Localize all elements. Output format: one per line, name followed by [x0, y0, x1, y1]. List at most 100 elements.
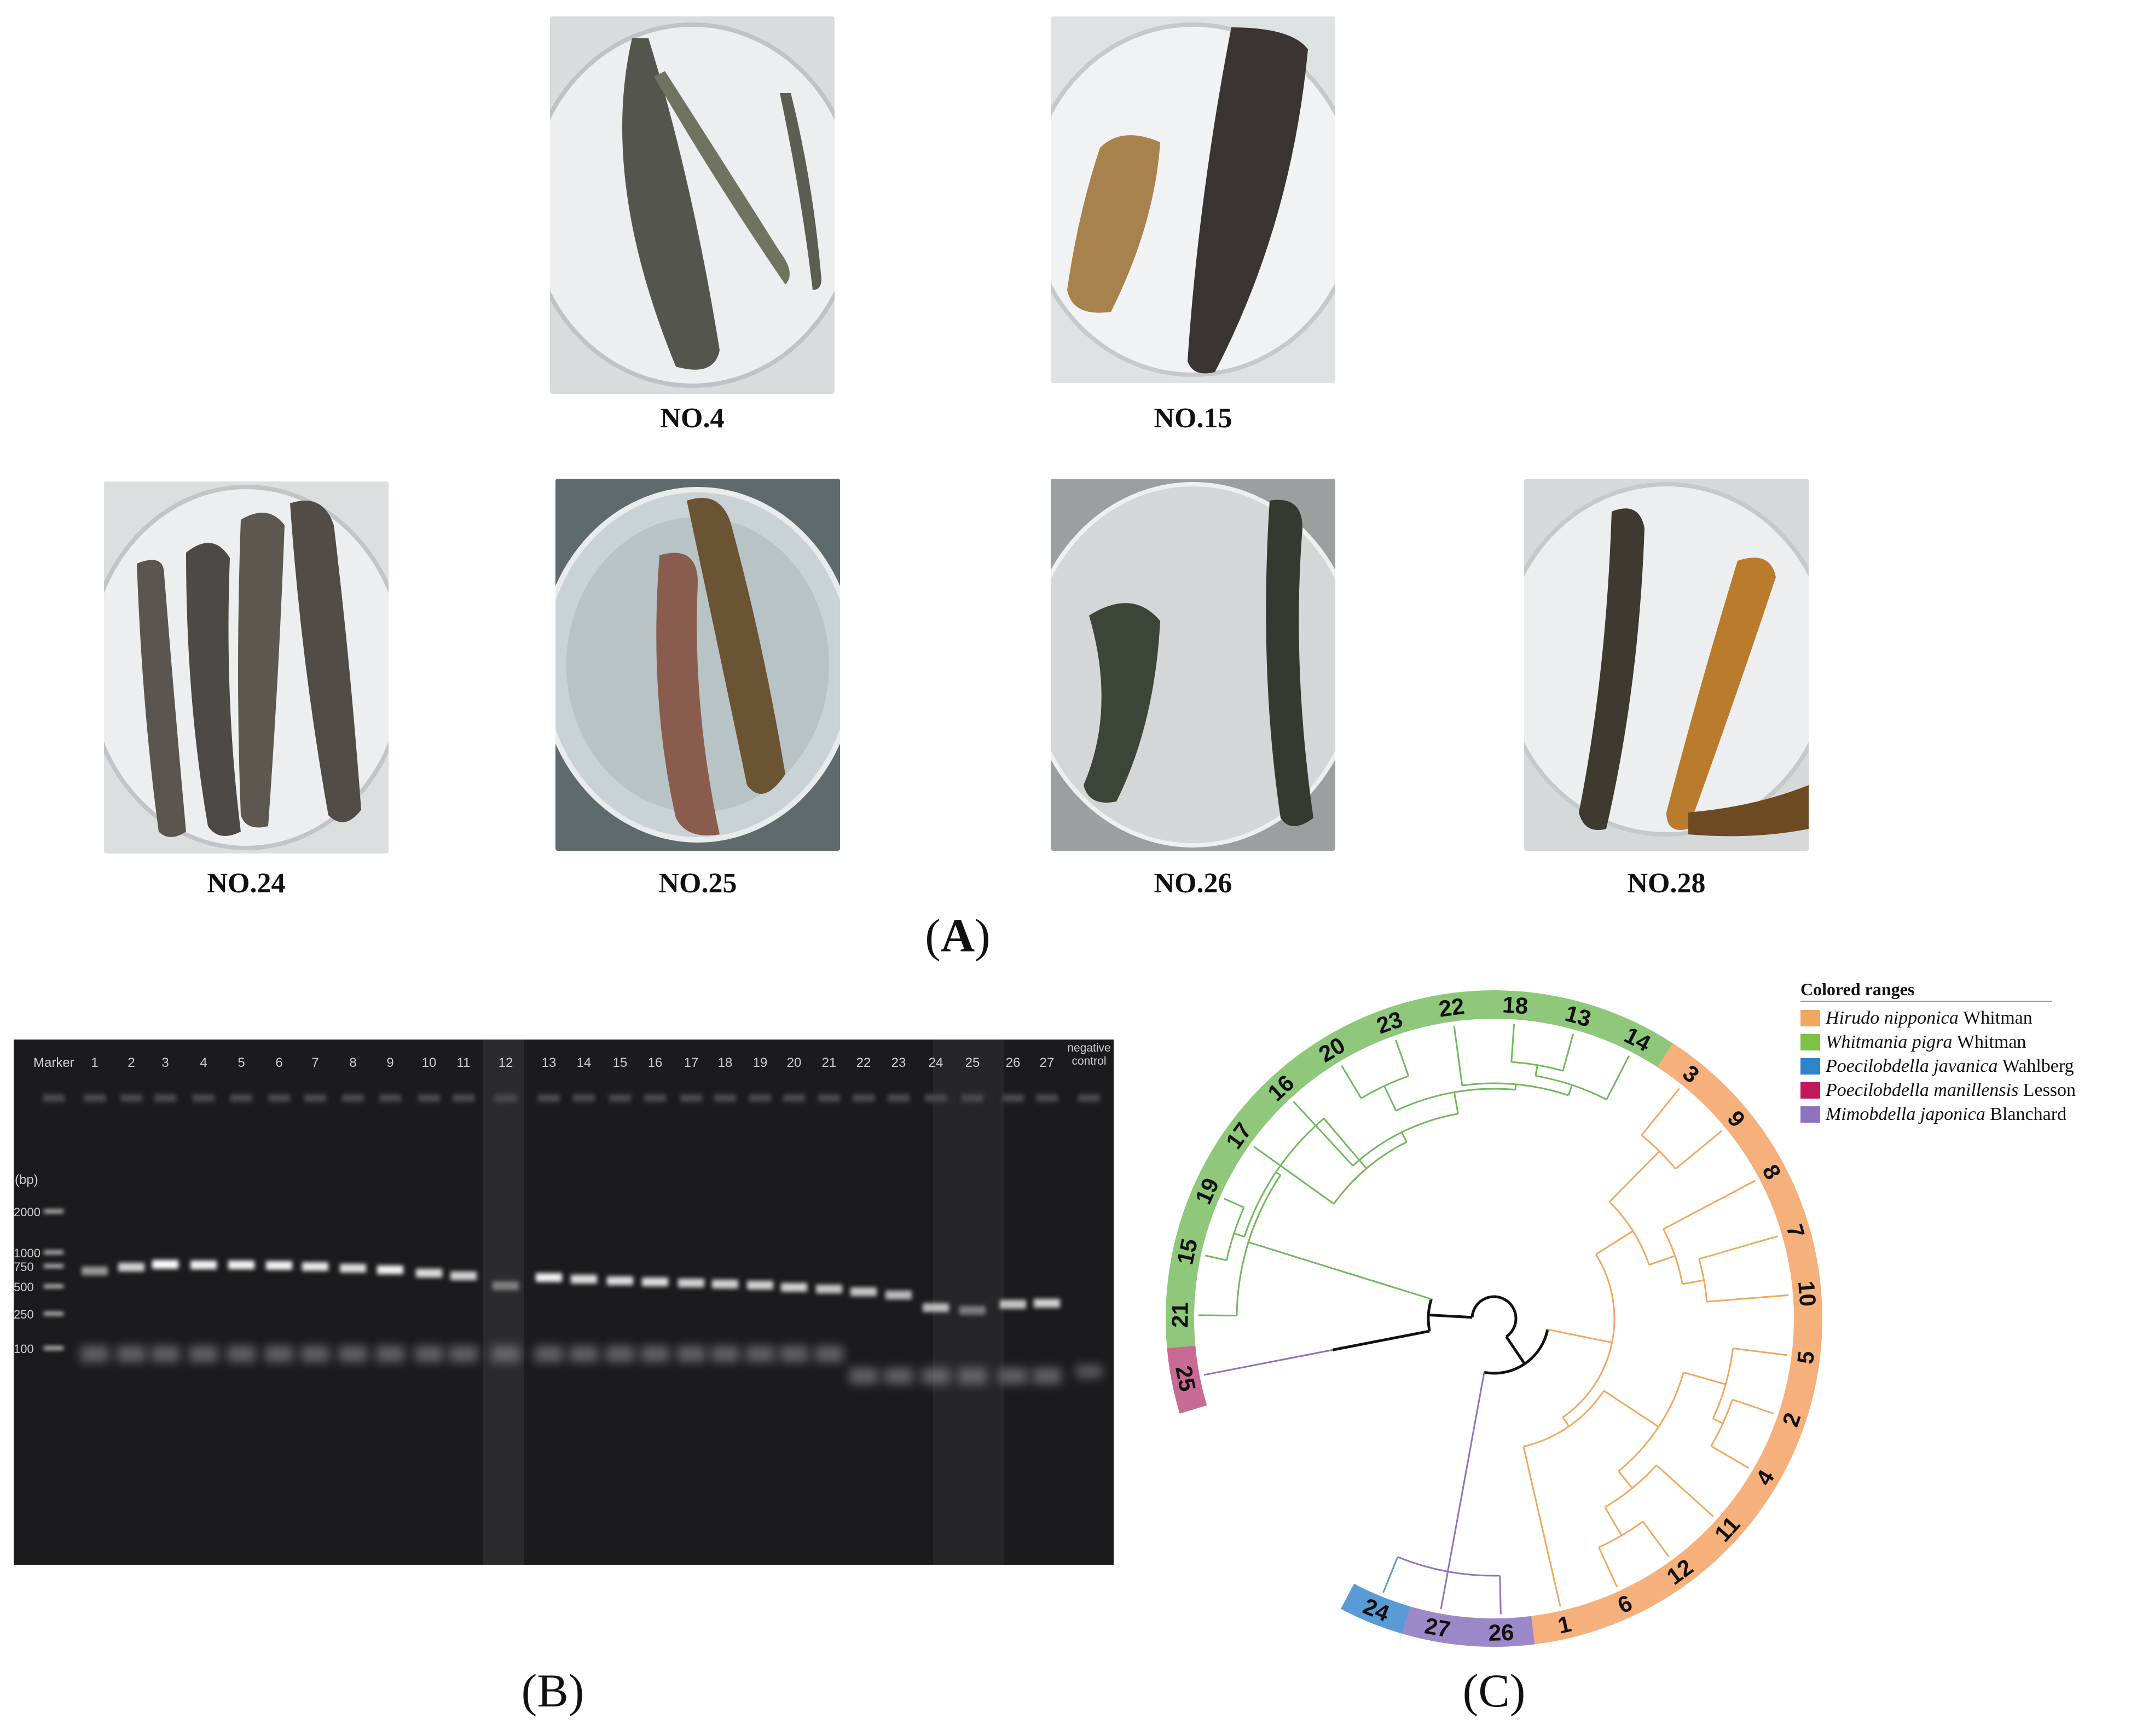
tree-branch — [1535, 1065, 1538, 1076]
lane-number-label: 7 — [311, 1055, 319, 1070]
tip-label: 10 — [1793, 1280, 1821, 1307]
lane-number-label: 21 — [822, 1055, 837, 1070]
primer-smear — [151, 1346, 180, 1362]
tree-branch-arc — [1462, 1082, 1569, 1096]
gel-well — [154, 1094, 176, 1102]
pcr-product-band — [607, 1276, 633, 1285]
tree-branch — [1562, 1034, 1574, 1071]
tree-branch — [1342, 1270, 1432, 1300]
gel-well — [84, 1094, 106, 1102]
tree-branch — [1440, 1571, 1449, 1610]
gel-well — [1002, 1094, 1024, 1102]
legend-species: Poecilobdella manillensis — [1826, 1080, 2019, 1100]
tip-label: 21 — [1167, 1302, 1193, 1328]
tree-branch — [1499, 1575, 1502, 1614]
tree-branch — [1514, 1084, 1517, 1090]
specimen-photo-no15 — [1051, 16, 1335, 383]
primer-smear — [1076, 1365, 1102, 1378]
primer-smear — [570, 1346, 598, 1362]
tree-branch — [1732, 1398, 1774, 1415]
tree-branch-arc — [1698, 1258, 1708, 1302]
tree-branch — [1323, 1118, 1367, 1169]
primer-smear — [958, 1368, 987, 1384]
pcr-product-band — [885, 1291, 912, 1299]
bp-tick-label: 2000 — [14, 1205, 40, 1219]
tree-branch — [1648, 1255, 1676, 1266]
gel-well — [962, 1094, 983, 1102]
negative-control-label: negative — [1067, 1042, 1110, 1054]
lane-number-label: 15 — [613, 1055, 628, 1070]
tree-branch-arc — [1618, 1372, 1684, 1472]
bp-tick-label: 500 — [14, 1280, 34, 1294]
lane-number-label: 27 — [1040, 1055, 1055, 1070]
lane-number-label: 11 — [457, 1055, 471, 1070]
tree-branch — [1595, 1230, 1634, 1255]
lane-number-label: 16 — [648, 1055, 663, 1070]
gel-well — [573, 1094, 595, 1102]
lane-number-label: 25 — [965, 1055, 980, 1070]
tree-branch — [1253, 1146, 1335, 1205]
tree-branch — [1683, 1371, 1726, 1385]
lane-number-label: 24 — [929, 1055, 943, 1070]
marker-band — [44, 1285, 63, 1288]
specimen-photo-no24 — [104, 481, 389, 854]
legend-entry: Poecilobdella javanica Wahlberg — [1800, 1054, 2151, 1078]
legend-author: Wahlberg — [1997, 1056, 2074, 1076]
pcr-product-band — [1000, 1300, 1026, 1309]
tree-branch — [1710, 1445, 1750, 1469]
gel-well — [1078, 1094, 1100, 1102]
tree-branch-arc — [1511, 1061, 1564, 1072]
legend-swatch — [1800, 1010, 1820, 1026]
tree-branch — [1675, 1130, 1723, 1170]
tree-branch — [1606, 1055, 1630, 1100]
lane-number-label: 5 — [238, 1055, 245, 1070]
specimen-caption: NO.24 — [207, 868, 286, 899]
gel-well — [43, 1094, 65, 1102]
tree-branch — [1383, 1085, 1397, 1111]
primer-smear — [999, 1368, 1027, 1384]
tree-branch — [1699, 1235, 1778, 1260]
pcr-product-band — [266, 1261, 292, 1270]
primer-smear — [80, 1346, 109, 1362]
primer-smear — [376, 1346, 404, 1362]
tree-branch — [1293, 1101, 1354, 1166]
tree-branch-arc — [1360, 1075, 1409, 1099]
bp-tick-label: 750 — [14, 1260, 34, 1274]
panel-b-label: (B) — [521, 1664, 584, 1717]
gel-well — [495, 1094, 517, 1102]
primer-smear — [884, 1368, 913, 1384]
legend-entry: Hirudo nipponica Whitman — [1800, 1006, 2151, 1030]
primer-smear — [1033, 1368, 1061, 1384]
gel-background — [14, 1040, 1114, 1565]
gel-well — [609, 1094, 631, 1102]
specimen-caption: NO.4 — [660, 403, 725, 434]
tree-branch — [1223, 1198, 1244, 1209]
colored-range-sector — [1166, 990, 1673, 1349]
tree-branch-arc — [1396, 1088, 1516, 1112]
tree-branch — [1447, 1372, 1485, 1572]
specimen-caption: NO.15 — [1154, 403, 1232, 434]
lane-number-label: 2 — [128, 1055, 135, 1070]
tree-branch — [1505, 1336, 1526, 1365]
gel-well — [193, 1094, 215, 1102]
gel-well — [418, 1094, 440, 1102]
tree-branch-arc — [1598, 1520, 1644, 1548]
lane-number-label: 3 — [161, 1055, 169, 1070]
primer-smear — [227, 1346, 256, 1362]
legend-author: Whitman — [1958, 1008, 2033, 1028]
tree-branch-arc — [1604, 1465, 1658, 1508]
tree-branch — [1522, 1446, 1561, 1607]
bp-unit-label: (bp) — [15, 1172, 38, 1187]
tree-branch-arc — [1608, 1201, 1650, 1265]
tree-branch-arc — [1397, 1556, 1500, 1577]
tree-branch — [1663, 1180, 1756, 1230]
legend-species: Mimobdella japonica — [1826, 1104, 1985, 1124]
legend-entry: Mimobdella japonica Blanchard — [1800, 1102, 2151, 1127]
colored-range-sector — [1531, 1043, 1822, 1645]
tree-branch — [1382, 1557, 1399, 1593]
tree-branch — [1604, 1507, 1623, 1536]
legend-author: Blanchard — [1985, 1104, 2067, 1124]
tree-branch — [1712, 1418, 1723, 1424]
